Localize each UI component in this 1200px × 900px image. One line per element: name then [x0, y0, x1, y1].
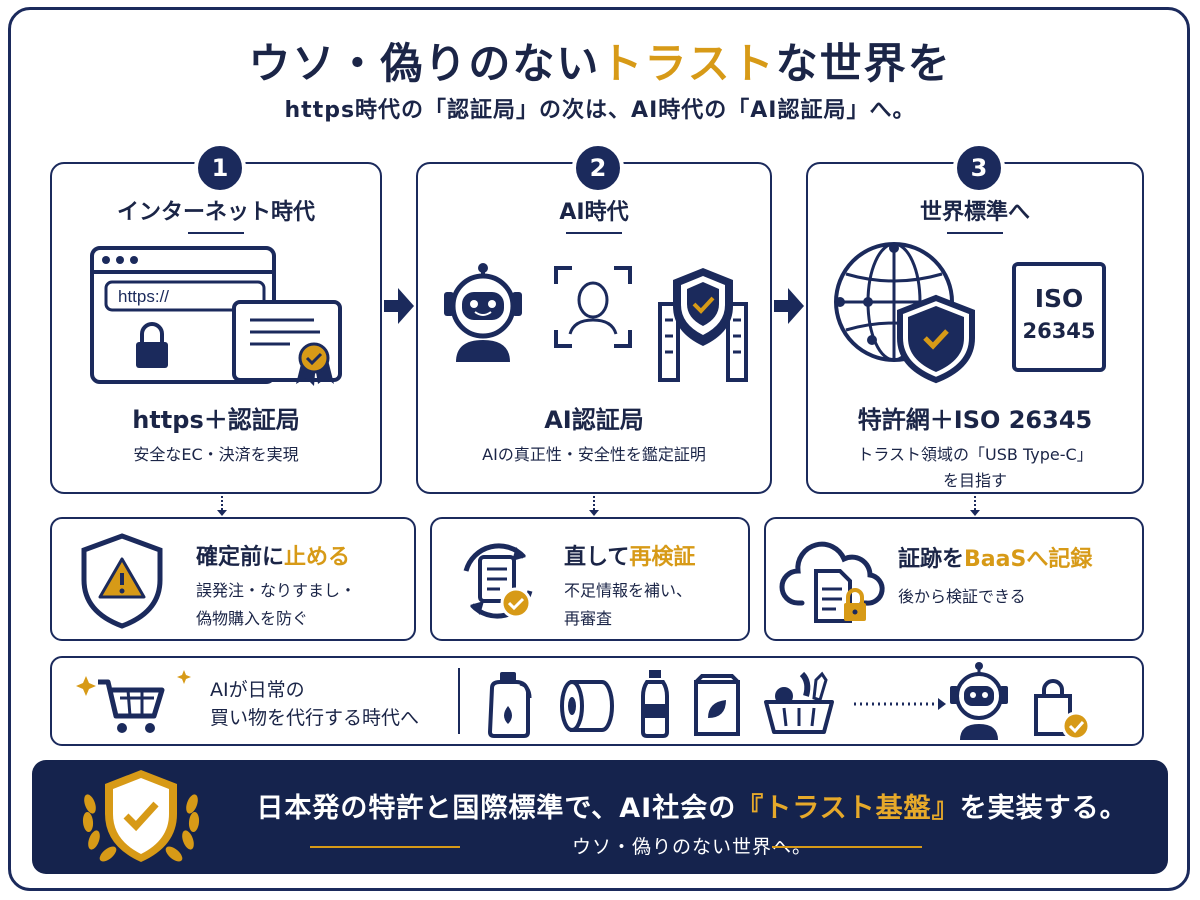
- shopping-bag-check-icon: [1034, 679, 1091, 741]
- step-title: 確定前に止める: [196, 545, 351, 570]
- step-number-1: 1: [194, 142, 246, 194]
- step-record-to-baas: 証跡をBaaSへ記録 後から検証できる: [764, 517, 1144, 641]
- sparkle-icon: [76, 670, 191, 696]
- title-highlight: トラスト: [600, 39, 776, 88]
- step-title: 証跡をBaaSへ記録: [898, 547, 1093, 572]
- title-underline: [566, 232, 622, 234]
- step-number-2: 2: [572, 142, 624, 194]
- arrow-right-icon: [774, 288, 804, 324]
- step-number-3: 3: [953, 142, 1005, 194]
- document-refresh-icon: [463, 543, 533, 619]
- card-description: AIの真正性・安全性を鑑定証明: [482, 445, 706, 464]
- iso-badge: ISO 26345: [1012, 262, 1106, 372]
- card-description: 安全なEC・決済を実現: [133, 445, 299, 464]
- robot-icon: [950, 662, 1008, 740]
- step-title: 直して再検証: [564, 545, 696, 570]
- shopping-cart-icon: [98, 679, 165, 733]
- banner-subtitle: ウソ・偽りのない世界へ。: [571, 836, 812, 858]
- water-bottle-icon: [641, 670, 669, 738]
- card-internet-era: 1 インターネット時代 https:// https＋認証局 安全なEC・決済を…: [50, 142, 382, 494]
- step-fix-and-reverify: 直して再検証 不足情報を補い、 再審査: [430, 517, 750, 641]
- page-title: ウソ・偽りのないトラストな世界を: [248, 39, 952, 88]
- svg-text:https://: https://: [118, 287, 169, 306]
- step-description: 不足情報を補い、 再審査: [564, 581, 693, 628]
- card-description: トラスト領域の「USB Type-C」 を目指す: [857, 445, 1093, 490]
- card-global-standard: 3 世界標準へ ISO 26345 特許網＋ISO 26345 トラスト領域の「…: [806, 142, 1144, 494]
- browser-certificate-icon: https://: [90, 246, 342, 386]
- toilet-paper-icon: [560, 680, 614, 732]
- warning-shield-icon: [81, 533, 163, 629]
- divider: [458, 668, 460, 734]
- dotted-arrow-icon: [854, 698, 946, 710]
- step-description: 後から検証できる: [898, 587, 1026, 606]
- cloud-document-lock-icon: [779, 541, 885, 623]
- robot-icon: [444, 263, 522, 362]
- card-title: AI時代: [559, 200, 629, 225]
- shield-check-building-icon: [658, 268, 748, 382]
- card-headline: https＋認証局: [132, 406, 300, 434]
- connector-arrow: [589, 496, 599, 516]
- detergent-bottle-icon: [487, 672, 532, 738]
- connector-arrow: [970, 496, 980, 516]
- iso-badge-number: 26345: [1022, 319, 1096, 343]
- laurel-shield-emblem-icon: [82, 770, 200, 862]
- step-stop-before-confirm: 確定前に止める 誤発注・なりすまし・ 偽物購入を防ぐ: [50, 517, 416, 641]
- step-description: 誤発注・なりすまし・ 偽物購入を防ぐ: [196, 581, 357, 628]
- bottom-banner: 日本発の特許と国際標準で、AI社会の『トラスト基盤』を実装する。 ウソ・偽りのな…: [32, 760, 1168, 874]
- title-underline: [188, 232, 244, 234]
- arrow-right-icon: [384, 288, 414, 324]
- paper-bag-icon: [694, 674, 740, 736]
- card-ai-era: 2 AI時代 AI認証局 AIの真正性・安全性を鑑定証明: [416, 142, 772, 494]
- card-headline: AI認証局: [544, 406, 644, 434]
- page-subtitle: https時代の「認証局」の次は、AI時代の「AI認証局」へ。: [284, 98, 916, 123]
- banner-rule-left: [310, 846, 460, 848]
- globe-shield-icon: [834, 242, 975, 384]
- shopping-text: AIが日常の 買い物を代行する時代へ: [210, 679, 420, 729]
- card-title: インターネット時代: [116, 200, 315, 225]
- banner-headline: 日本発の特許と国際標準で、AI社会の『トラスト基盤』を実装する。: [256, 793, 1128, 824]
- card-headline: 特許網＋ISO 26345: [857, 406, 1093, 434]
- face-scan-icon: [554, 266, 632, 348]
- iso-badge-label: ISO: [1034, 284, 1084, 313]
- shopping-row: AIが日常の 買い物を代行する時代へ: [50, 656, 1144, 746]
- card-title: 世界標準へ: [919, 200, 1030, 225]
- banner-highlight: 『トラスト基盤』: [736, 793, 960, 824]
- outer-frame: [8, 7, 1190, 891]
- grocery-basket-icon: [764, 671, 834, 734]
- title-underline: [947, 232, 1003, 234]
- connector-arrow: [217, 496, 227, 516]
- banner-rule-right: [772, 846, 922, 848]
